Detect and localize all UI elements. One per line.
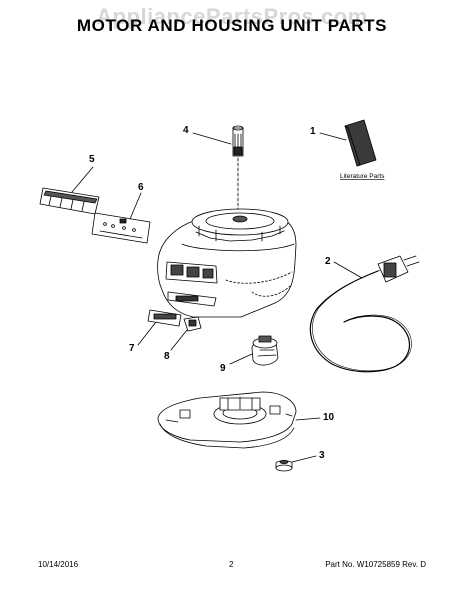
callout-4: 4 <box>183 125 189 136</box>
leader-line-9 <box>229 353 253 365</box>
part-9-motor <box>251 335 279 366</box>
leader-line-7 <box>137 321 157 346</box>
callout-9: 9 <box>220 363 226 374</box>
callout-10: 10 <box>323 412 335 423</box>
callout-5: 5 <box>89 154 95 165</box>
part-4-drive-coupling <box>232 125 244 157</box>
part-7-switch-knob <box>147 309 182 327</box>
part-6-circuit-board <box>91 212 151 244</box>
watermark: AppliancePartsPros.com <box>96 4 368 29</box>
leader-line-3 <box>291 455 317 463</box>
callout-3: 3 <box>319 450 325 461</box>
leader-line-1 <box>319 132 347 141</box>
page-title: MOTOR AND HOUSING UNIT PARTS <box>76 16 388 35</box>
footer-page-number: 2 <box>229 560 234 569</box>
part-1-literature-booklet <box>344 119 377 167</box>
leader-line-8 <box>170 329 188 351</box>
callout-6: 6 <box>138 182 144 193</box>
part-2-power-cord <box>309 255 420 373</box>
leader-line-10 <box>295 417 321 421</box>
footer-date: 10/14/2016 <box>38 560 79 569</box>
leader-line-6 <box>129 192 142 220</box>
motor-housing-unit <box>157 208 297 318</box>
literature-parts-label: Literature Parts <box>340 173 385 180</box>
callout-7: 7 <box>129 343 135 354</box>
leader-line-4 <box>192 132 232 145</box>
part-10-base <box>157 391 297 449</box>
part-8-slide-switch <box>183 316 202 332</box>
footer-part-number: Part No. W10725859 Rev. D <box>325 560 426 569</box>
callout-1: 1 <box>310 126 316 137</box>
part-5-button-overlay <box>39 187 100 215</box>
part-3-foot <box>275 459 293 472</box>
leader-line-2 <box>333 261 363 279</box>
callout-2: 2 <box>325 256 331 267</box>
callout-8: 8 <box>164 351 170 362</box>
leader-line-5 <box>71 166 94 193</box>
